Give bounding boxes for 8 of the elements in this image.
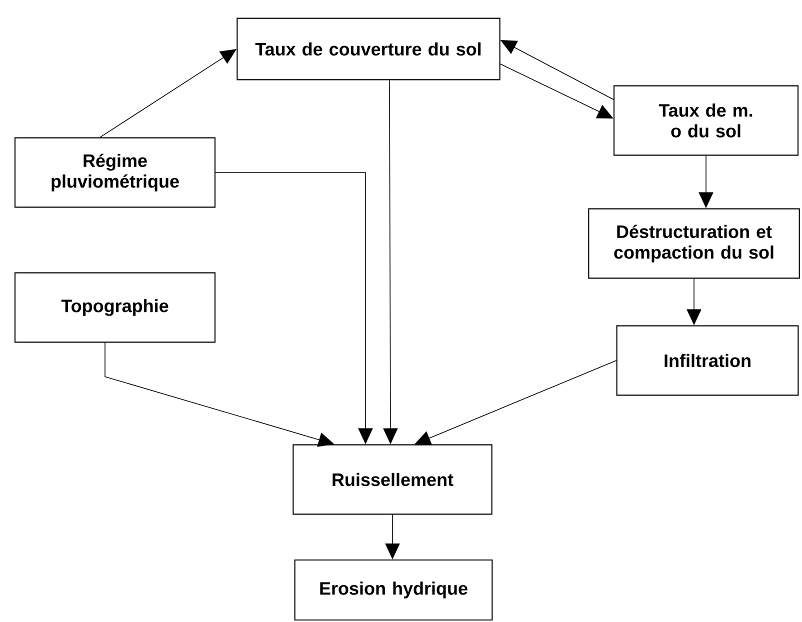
process-box: Topographie [14,272,216,343]
process-box: Erosion hydrique [294,559,493,621]
process-box: Déstructuration et compaction du sol [588,208,800,279]
process-box: Ruissellement [292,444,492,515]
process-box: Infiltration [616,325,799,396]
process-box: Taux de couverture du sol [236,18,500,80]
process-box: Régime pluviométrique [14,137,216,208]
process-box: Taux de m. o du sol [613,85,799,156]
